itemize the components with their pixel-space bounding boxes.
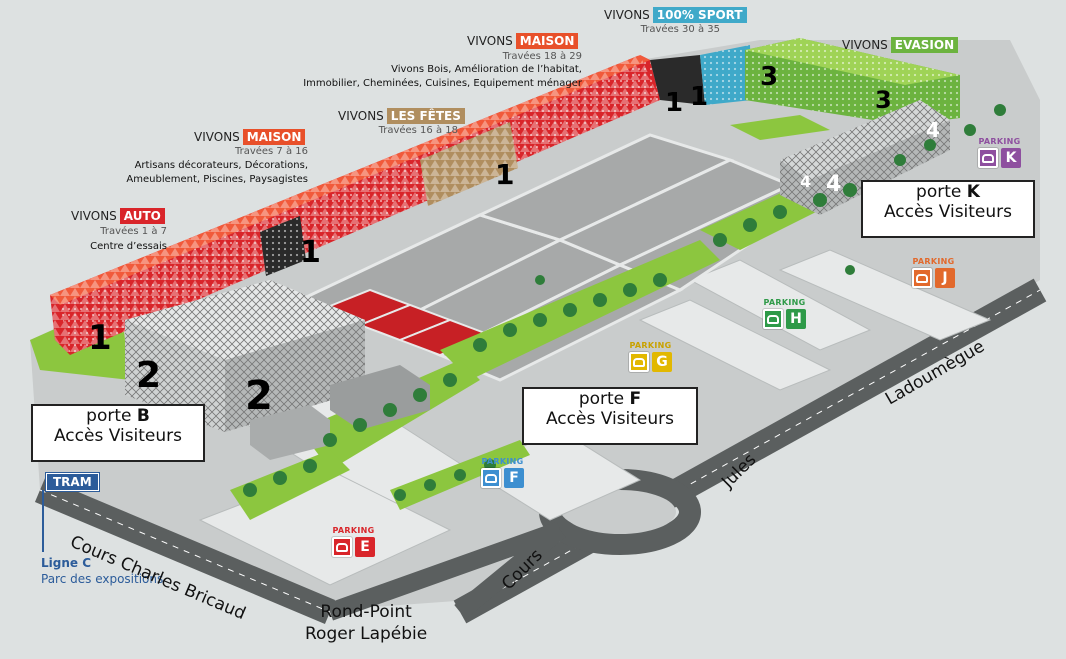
label-fetes-travees: Travées 16 à 18	[378, 125, 458, 136]
parking-j[interactable]: PARKING J	[911, 257, 955, 289]
hall-2-building	[125, 280, 430, 460]
label-auto-desc: Centre d’essais	[90, 241, 167, 252]
label-sport-travees: Travées 30 à 35	[640, 24, 720, 35]
car-icon	[762, 308, 784, 330]
label-maison-2-desc: Vivons Bois, Amélioration de l’habitat,I…	[303, 64, 582, 89]
label-maison-1-desc: Artisans décorateurs, Décorations,Ameubl…	[126, 160, 308, 185]
hall-number-1e: 1	[690, 82, 709, 112]
label-auto-travees: Travées 1 à 7	[100, 226, 167, 237]
car-icon	[480, 467, 502, 489]
trees	[243, 104, 1006, 501]
hall-number-4a: 4	[826, 172, 842, 197]
hall-number-2b: 2	[245, 373, 273, 419]
parking-g[interactable]: PARKING G	[628, 341, 672, 373]
parking-h[interactable]: PARKING H	[762, 298, 806, 330]
tram-badge[interactable]: TRAM	[45, 472, 100, 492]
parking-e[interactable]: PARKING E	[331, 526, 375, 558]
car-icon	[628, 351, 650, 373]
parking-k[interactable]: PARKING K	[977, 137, 1021, 169]
hall-number-4b: 4	[800, 172, 812, 191]
tram-line-label: Ligne C	[41, 556, 92, 570]
car-icon	[977, 147, 999, 169]
hall-number-1d: 1	[665, 88, 684, 118]
hall-number-1a: 1	[88, 318, 112, 358]
parking-f[interactable]: PARKING F	[480, 457, 524, 489]
entrance-b-callout[interactable]: porte B Accès Visiteurs	[31, 404, 205, 462]
hall-4-building	[780, 100, 950, 215]
hall-number-4c: 4	[926, 118, 940, 142]
hall-number-3b: 3	[875, 86, 892, 114]
hall-number-3a: 3	[760, 62, 779, 92]
tram-stop-label: Parc des expositions	[41, 572, 164, 586]
hall-number-1c: 1	[495, 158, 515, 191]
hall-3-building	[745, 38, 960, 125]
entrance-f-callout[interactable]: porte F Accès Visiteurs	[522, 387, 698, 445]
hall-number-1b: 1	[300, 235, 321, 270]
car-icon	[331, 536, 353, 558]
car-icon	[911, 267, 933, 289]
entrance-k-callout[interactable]: porte K Accès Visiteurs	[861, 180, 1035, 238]
label-maison-2-travees: Travées 18 à 29	[502, 51, 582, 62]
hall-number-2a: 2	[136, 355, 162, 396]
label-maison-1-travees: Travées 7 à 16	[234, 146, 308, 157]
hall-1-building	[50, 45, 752, 355]
